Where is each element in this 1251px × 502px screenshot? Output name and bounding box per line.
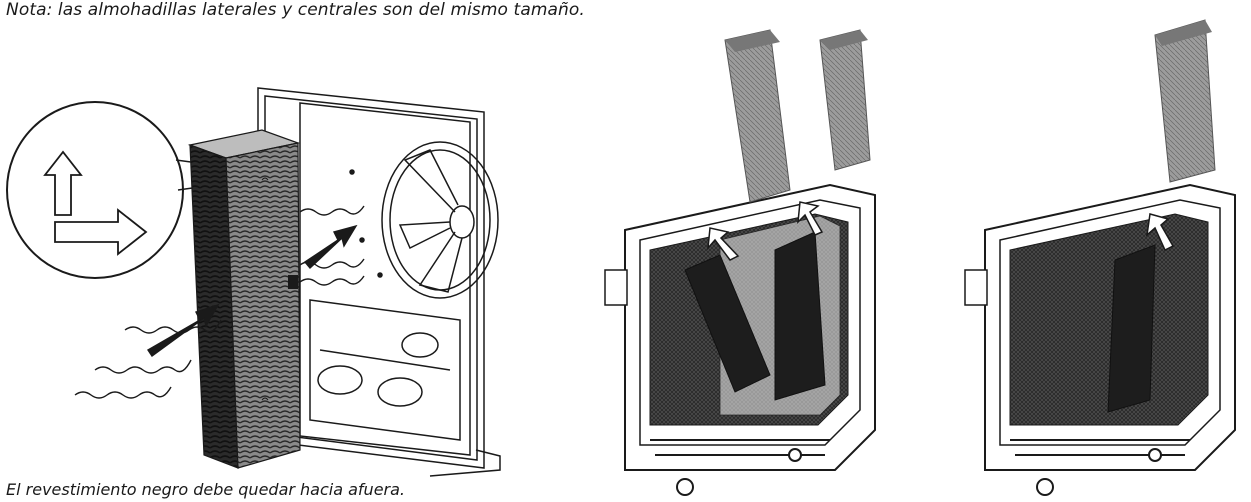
cooler-two-pads-figure [604,29,876,496]
installed-pad-right [774,231,826,401]
lifted-pad-center [1154,19,1216,183]
right-arrow-icon [54,208,148,256]
orientation-detail-circle [6,101,251,279]
note-black-coating: El revestimiento negro debe quedar hacia… [6,480,406,499]
cooler-center-pad-figure [964,19,1236,496]
up-arrow-icon [43,150,83,216]
installed-pad-center [1107,244,1156,413]
install-arrow-icon [1145,213,1175,252]
note-pad-size: Nota: las almohadillas laterales y centr… [6,0,585,20]
lifted-pad-right [819,29,871,171]
airflow-arrow-icon [74,205,365,399]
pad-orientation-figure [6,87,501,477]
installed-pad-left [684,254,771,393]
install-arrow-icon [707,201,824,261]
lifted-pad-left [724,29,791,203]
fan-icon [381,141,499,299]
cooling-pad [187,129,301,469]
